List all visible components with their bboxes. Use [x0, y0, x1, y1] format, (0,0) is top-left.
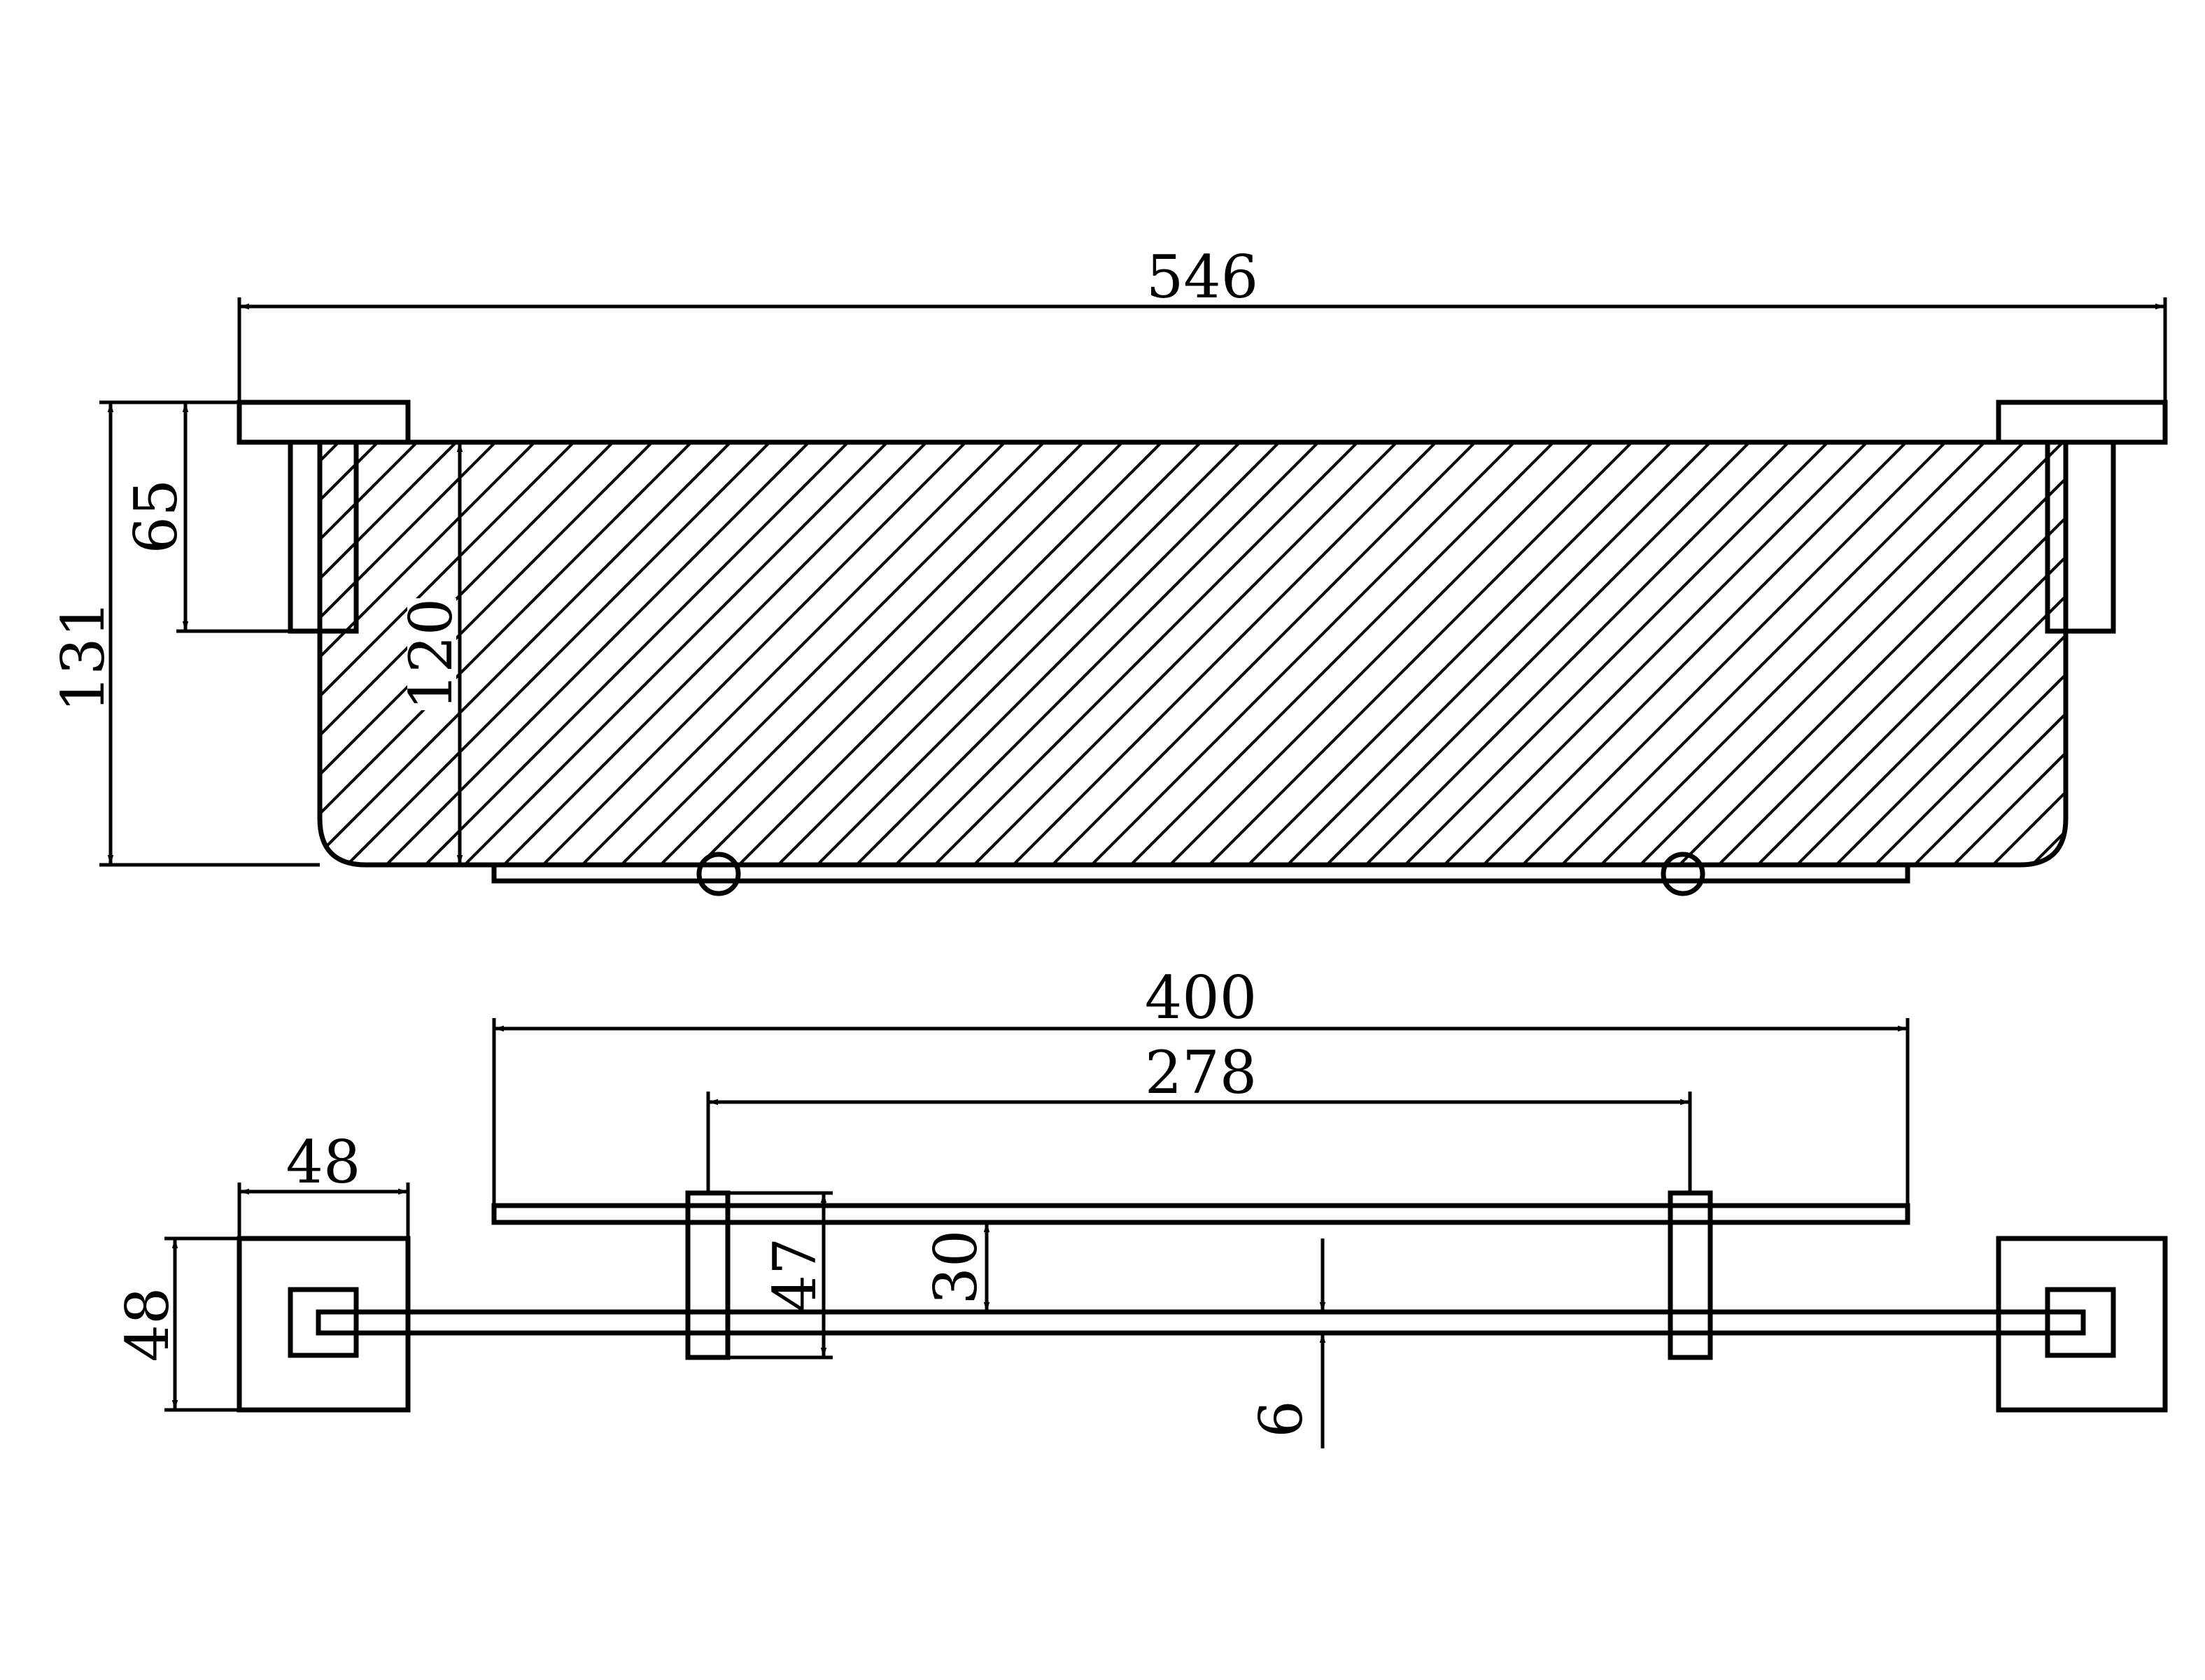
base-height-label: 48 [113, 1287, 182, 1362]
hatch-line [320, 442, 512, 865]
glass-length-label: 400 [1145, 963, 1257, 1032]
hatch-line [486, 442, 943, 865]
hatch-line [1896, 442, 2066, 865]
glass-hatching [320, 427, 2205, 882]
hatch-line [1034, 442, 1492, 865]
hatch-line [320, 442, 591, 865]
plan-view: 400 278 48 48 47 [113, 963, 2168, 1448]
dim-offset: 30 [922, 1222, 990, 1312]
bracket-height-label: 65 [122, 479, 190, 554]
left-base-plate [237, 1236, 411, 1413]
hatch-line [878, 442, 1335, 865]
hatch-line [838, 442, 1296, 865]
overall-height-label: 131 [49, 600, 118, 712]
hatch-line [368, 442, 826, 865]
overall-length-label: 546 [1146, 243, 1258, 311]
offset-label: 30 [922, 1230, 990, 1305]
hatch-line [917, 442, 1374, 865]
hatch-line [1544, 442, 2001, 865]
hatch-line [320, 442, 708, 865]
right-wall-bracket [1996, 400, 2168, 634]
hatch-line [320, 442, 630, 865]
hatch-line [1818, 442, 2066, 865]
dim-overall-height: 131 [49, 400, 320, 867]
hatch-line [1426, 442, 1884, 865]
dim-clamp-spacing: 278 [706, 1038, 1692, 1193]
hatch-line [956, 442, 1414, 865]
hatch-line [642, 442, 1100, 865]
left-wall-bracket [237, 400, 411, 634]
hatch-line [1348, 442, 1805, 865]
hatch-line [995, 442, 1453, 865]
dim-bracket-height: 65 [122, 402, 290, 633]
hatch-line [320, 442, 473, 865]
hatch-line [1152, 442, 1609, 865]
hatch-line [2172, 427, 2205, 882]
glass-shelf [317, 427, 2205, 882]
dim-clamp-height: 47 [728, 1191, 833, 1360]
dim-glass-depth: 120 [397, 442, 465, 865]
hatch-line [320, 442, 747, 865]
hatch-line [329, 442, 787, 865]
hatch-line [1700, 442, 2066, 865]
hatch-line [1465, 442, 1923, 865]
clamp-spacing-label: 278 [1145, 1038, 1257, 1107]
clamp-height-label: 47 [761, 1238, 829, 1313]
hatch-line [1269, 442, 1727, 865]
hatch-line [1740, 442, 2066, 865]
left-clamp-knob [696, 852, 741, 896]
dim-rod-thickness: 6 [1247, 1238, 1326, 1448]
hatch-line [721, 442, 1178, 865]
hatch-line [1661, 442, 2066, 865]
elevation-view: 546 131 65 120 [49, 243, 2205, 896]
dim-glass-length: 400 [492, 963, 1910, 1206]
hatch-line [446, 442, 904, 865]
hatch-line [1975, 442, 2066, 865]
hatch-line [1857, 442, 2066, 865]
hatch-line [1583, 442, 2041, 865]
hatch-line [1309, 442, 1766, 865]
hatch-line [2053, 442, 2066, 865]
glass-edge [491, 1203, 1910, 1225]
hatch-line [525, 442, 982, 865]
right-clamp-knob [1661, 852, 1705, 896]
rod-thickness-label: 6 [1247, 1400, 1316, 1437]
hatch-line [760, 442, 1218, 865]
hatch-line [407, 442, 865, 865]
dim-overall-length: 546 [237, 243, 2167, 402]
hatch-line [1113, 442, 1570, 865]
hatch-line [1622, 442, 2066, 865]
hatch-line [1936, 442, 2066, 865]
right-base-plate [1996, 1236, 2168, 1413]
hatch-line [2094, 427, 2205, 882]
bottom-rail [491, 862, 1910, 884]
hatch-line [1073, 442, 1531, 865]
support-rod [316, 1309, 2086, 1336]
base-width-label: 48 [286, 1128, 361, 1197]
hatch-line [682, 442, 1139, 865]
hatch-line [320, 442, 551, 865]
hatch-line [1191, 442, 1649, 865]
hatch-line [1779, 442, 2066, 865]
hatch-line [2133, 427, 2205, 882]
glass-depth-label: 120 [397, 598, 465, 710]
hatch-line [603, 442, 1061, 865]
hatch-line [564, 442, 1022, 865]
hatch-line [1230, 442, 1688, 865]
dim-base-height: 48 [113, 1236, 239, 1412]
hatch-line [799, 442, 1257, 865]
dim-base-width: 48 [237, 1128, 410, 1238]
hatch-line [1505, 442, 1962, 865]
hatch-line [1387, 442, 1845, 865]
